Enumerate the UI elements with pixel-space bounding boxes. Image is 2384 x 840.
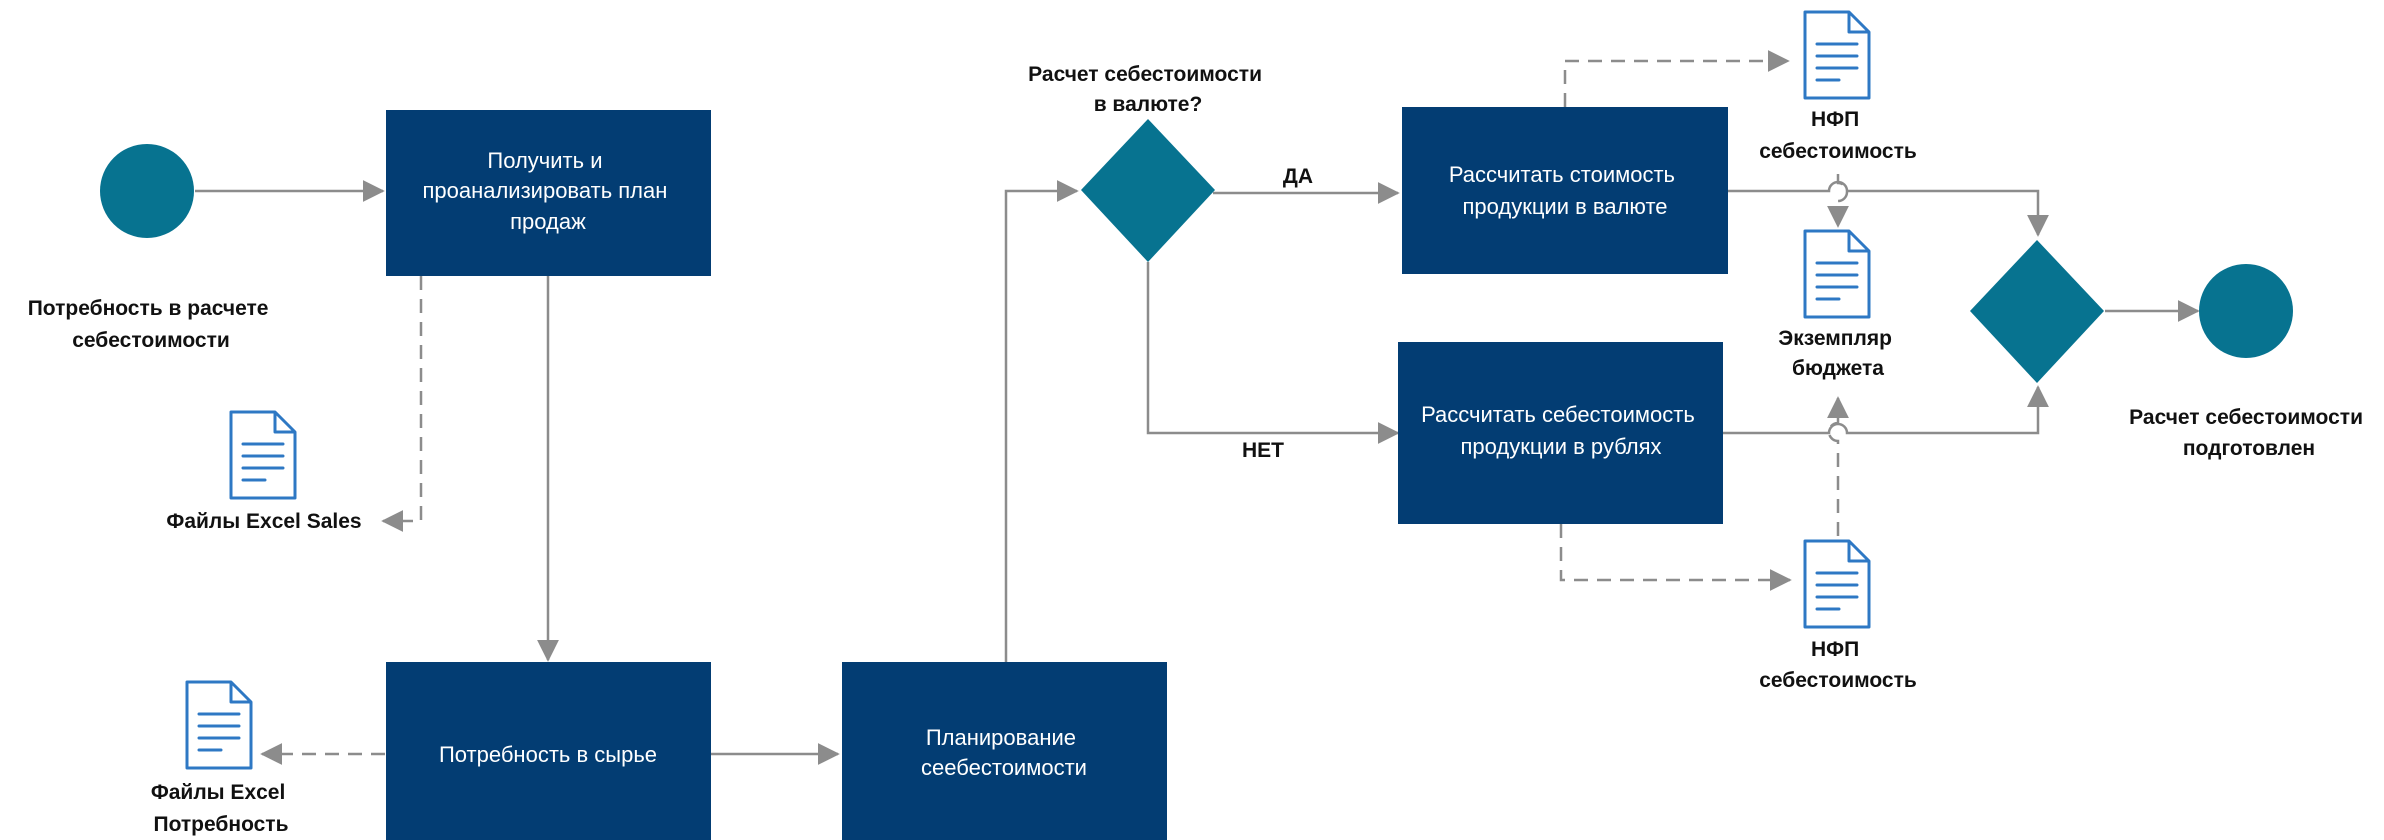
edge-decision-no — [1146, 262, 1400, 444]
task-cost-planning: Планирование сеебестоимости — [842, 662, 1167, 840]
svg-text:Получить и проанализир: Получить и проанализировать план продаж — [422, 148, 673, 234]
tasks: Получить и проанализировать план продаж … — [386, 107, 1728, 840]
doc-excel-sales-label: Файлы Excel Sales — [166, 510, 361, 533]
doc-nfp-bottom-label: НФП себестоимость — [1759, 638, 1917, 692]
end-event-label: Расчет себестоимости подготовлен — [2129, 406, 2369, 460]
edge-nfp-bottom-to-budget — [1827, 396, 1849, 536]
doc-excel-need-label: Файлы Excel Потребность — [151, 781, 291, 836]
document-icon — [1803, 229, 1871, 319]
decision-gateway-label: Расчет себестоимости в валюте? — [1028, 63, 1268, 116]
decision-gateway — [1081, 119, 1215, 262]
start-event — [100, 144, 194, 238]
task-analyze-plan: Получить и проанализировать план продаж — [386, 110, 711, 276]
documents: Файлы Excel Sales Файлы Excel Потребност… — [151, 10, 1917, 836]
edge-currency-to-merge — [1728, 180, 2049, 237]
end-event — [2199, 264, 2293, 358]
edge-rub-to-nfp-bottom — [1559, 524, 1792, 591]
merge-gateway — [1970, 240, 2104, 383]
document-icon — [185, 680, 253, 770]
task-calc-rub: Рассчитать себестоимость продукции в руб… — [1398, 342, 1723, 524]
svg-text:Планирование сеебестои: Планирование сеебестоимости — [921, 725, 1087, 780]
doc-nfp-top-label: НФП себестоимость — [1759, 108, 1917, 163]
edge-label-no: НЕТ — [1242, 439, 1284, 462]
start-event-label: Потребность в расчете себестоимости — [28, 297, 275, 352]
task-calc-currency: Рассчитать стоимость продукции в валюте — [1402, 107, 1728, 274]
svg-text:Рассчитать себестоимость: Рассчитать себестоимость продукции в руб… — [1421, 402, 1701, 459]
task-raw-material-need: Потребность в сырье — [386, 662, 711, 840]
svg-text:Рассчитать стоимость п: Рассчитать стоимость продукции в валюте — [1449, 162, 1681, 219]
edge-rub-to-merge — [1723, 385, 2049, 435]
gateways: Расчет себестоимости в валюте? — [1028, 63, 2104, 383]
doc-budget-copy-label: Экземпляр бюджета — [1778, 327, 1898, 380]
document-icon — [1803, 539, 1871, 629]
events: Потребность в расчете себестоимости Расч… — [28, 144, 2369, 460]
connectors: ДА НЕТ — [195, 50, 2200, 765]
edge-label-yes: ДА — [1283, 165, 1313, 188]
edge-analyze-to-excel-sales — [381, 276, 423, 532]
edge-currency-to-nfp-top — [1563, 50, 1790, 107]
edge-planning-to-decision — [1004, 180, 1079, 662]
document-icon — [1803, 10, 1871, 100]
document-icon — [229, 410, 297, 500]
svg-text:Потребность в сырье: Потребность в сырье — [439, 742, 657, 767]
